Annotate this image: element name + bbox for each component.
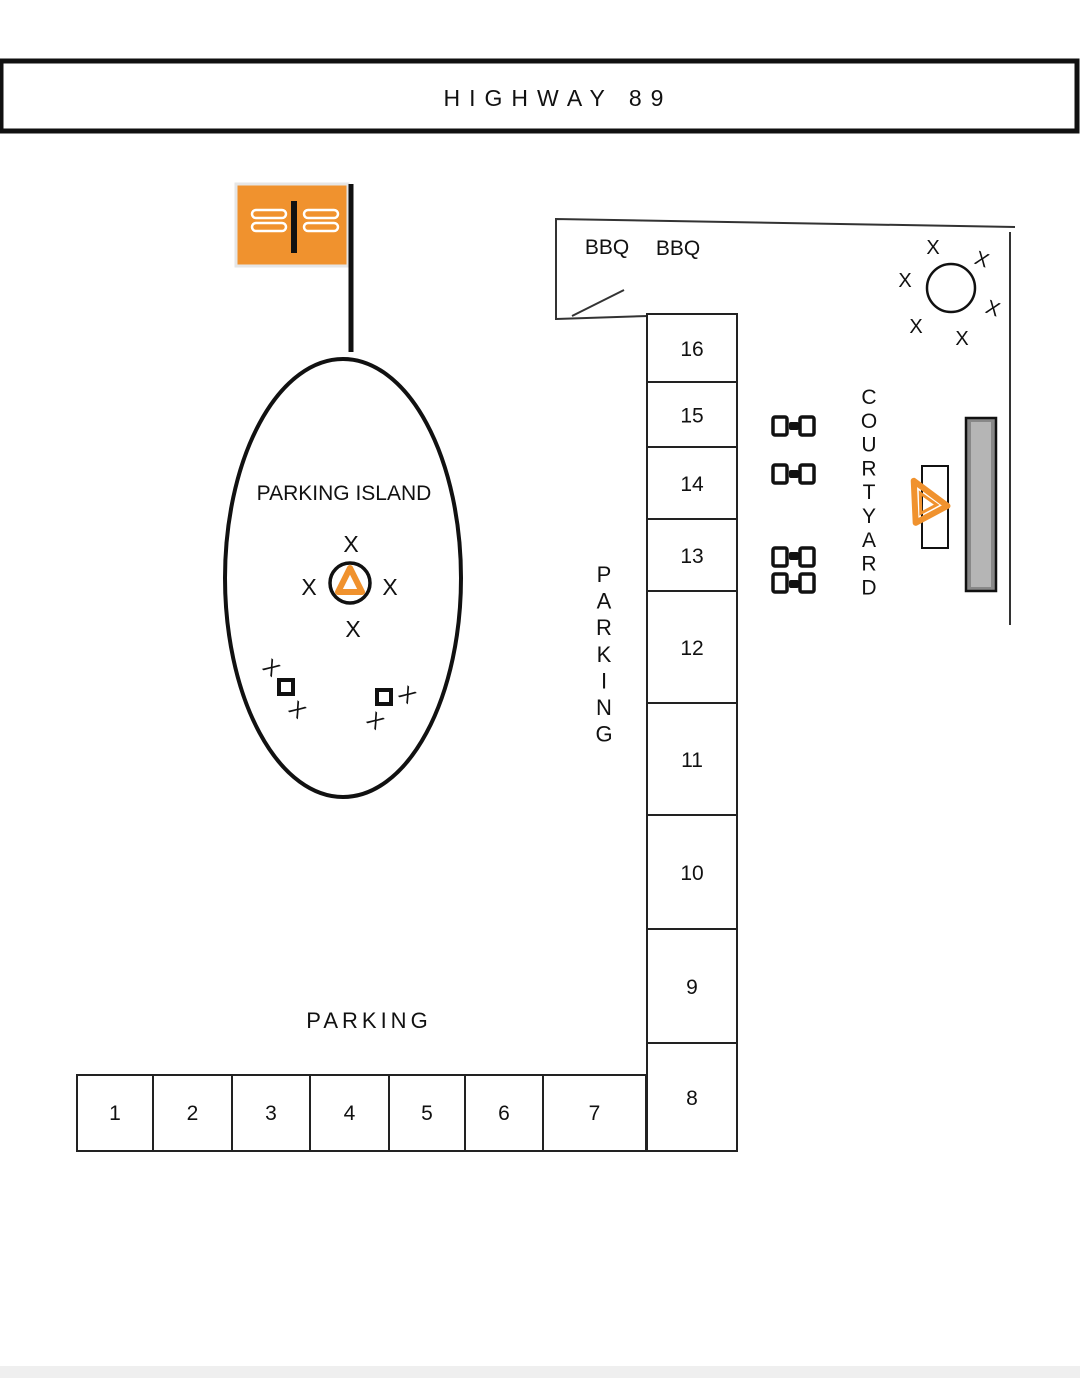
vertical-label-letter: D <box>861 576 876 599</box>
parking-spot-number: 13 <box>680 545 703 568</box>
stage-bar-shade <box>971 422 991 587</box>
vertical-label-letter: K <box>597 642 612 667</box>
bench-icon <box>771 546 816 568</box>
parking-spot: 2 <box>152 1074 233 1152</box>
parking-label: PARKING <box>306 1008 431 1033</box>
vertical-label-letter: A <box>862 529 876 552</box>
parking-spot-box <box>464 1074 544 1152</box>
x-marker: X <box>301 574 316 600</box>
meeting-point-icon <box>328 561 372 605</box>
parking-column: 8 9 10 11 12 13 14 15 16 <box>646 313 738 1152</box>
parking-spot-number: 15 <box>680 405 703 428</box>
parking-spot: 5 <box>388 1074 466 1152</box>
bbq-area-door <box>571 289 625 317</box>
parking-spot-box <box>646 1042 738 1152</box>
vertical-label-letter: C <box>861 386 876 409</box>
page-footer-strip <box>0 1366 1080 1378</box>
logo-icon <box>910 477 951 526</box>
parking-spot-number: 8 <box>686 1087 698 1110</box>
parking-vertical-label: PARKING <box>595 562 612 747</box>
parking-spot: 6 <box>464 1074 544 1152</box>
x-marker: X <box>926 237 939 259</box>
highway-label: HIGHWAY 89 <box>444 85 673 111</box>
parking-spot-box <box>231 1074 311 1152</box>
parking-spot: 16 <box>646 313 738 383</box>
parking-spot: 14 <box>646 446 738 520</box>
x-marker: X <box>343 531 358 557</box>
parking-spot-number: 16 <box>680 338 703 361</box>
parking-spot: 7 <box>542 1074 647 1152</box>
parking-spot: 1 <box>76 1074 154 1152</box>
parking-spot: 3 <box>231 1074 311 1152</box>
x-marker: X <box>983 296 1003 321</box>
parking-spot-number: 7 <box>589 1102 601 1125</box>
table-icon <box>375 688 393 706</box>
highway-bar <box>0 58 1080 134</box>
parking-spot: 11 <box>646 702 738 816</box>
x-marker: X <box>909 316 922 338</box>
vertical-label-letter: U <box>861 434 876 457</box>
parking-spot-number: 5 <box>421 1102 433 1125</box>
fire-pit-icon <box>925 262 977 314</box>
parking-spot-box <box>542 1074 647 1152</box>
parking-spot-box <box>646 590 738 704</box>
parking-spot: 13 <box>646 518 738 592</box>
parking-spot-box <box>646 446 738 520</box>
vertical-label-letter: R <box>861 457 876 480</box>
bench-icon <box>771 415 816 437</box>
x-marker: X <box>898 270 911 292</box>
vertical-label-letter: O <box>861 410 877 433</box>
parking-spot-number: 1 <box>109 1102 121 1125</box>
bench-icon <box>771 572 816 594</box>
parking-spot-number: 12 <box>680 637 703 660</box>
parking-spot-box <box>76 1074 154 1152</box>
parking-spot-number: 4 <box>344 1102 356 1125</box>
parking-spot-number: 2 <box>187 1102 199 1125</box>
bbq-label: BBQ <box>656 237 700 260</box>
vertical-label-letter: P <box>597 562 612 587</box>
sign-icon <box>234 182 350 268</box>
parking-spot-box <box>646 381 738 448</box>
bench-icon <box>771 463 816 485</box>
parking-spot-number: 11 <box>681 749 703 772</box>
parking-spot-number: 6 <box>498 1102 510 1125</box>
bbq-label: BBQ <box>585 236 629 259</box>
bbq-area-bottom <box>555 315 649 320</box>
parking-spot: 12 <box>646 590 738 704</box>
parking-spot-box <box>646 313 738 383</box>
vertical-label-letter: R <box>861 553 876 576</box>
vertical-label-letter: G <box>595 722 612 747</box>
vertical-label-letter: A <box>597 589 612 614</box>
parking-island-label: PARKING ISLAND <box>257 482 432 505</box>
vertical-label-letter: T <box>863 481 876 504</box>
parking-spot-box <box>388 1074 466 1152</box>
x-marker: X <box>345 616 360 642</box>
parking-spot-number: 9 <box>686 976 698 999</box>
x-marker: X <box>382 574 397 600</box>
parking-spot-box <box>646 814 738 930</box>
parking-spot: 8 <box>646 1042 738 1152</box>
vertical-label-letter: R <box>596 615 612 640</box>
bbq-area-outline <box>555 217 1016 320</box>
table-icon <box>277 678 295 696</box>
parking-spot: 15 <box>646 381 738 448</box>
parking-spot: 9 <box>646 928 738 1044</box>
vertical-label-letter: Y <box>862 505 876 528</box>
parking-row-bottom: 1 2 3 4 5 6 7 <box>76 1074 647 1152</box>
parking-spot-number: 14 <box>680 473 704 496</box>
parking-spot-box <box>646 702 738 816</box>
vertical-label-letter: I <box>601 668 607 693</box>
parking-spot-box <box>309 1074 390 1152</box>
parking-spot: 10 <box>646 814 738 930</box>
vertical-label-letter: N <box>596 695 612 720</box>
parking-spot: 4 <box>309 1074 390 1152</box>
x-marker: X <box>972 247 992 272</box>
parking-spot-number: 3 <box>265 1102 277 1125</box>
x-marker: X <box>955 328 968 350</box>
parking-spot-number: 10 <box>680 862 703 885</box>
